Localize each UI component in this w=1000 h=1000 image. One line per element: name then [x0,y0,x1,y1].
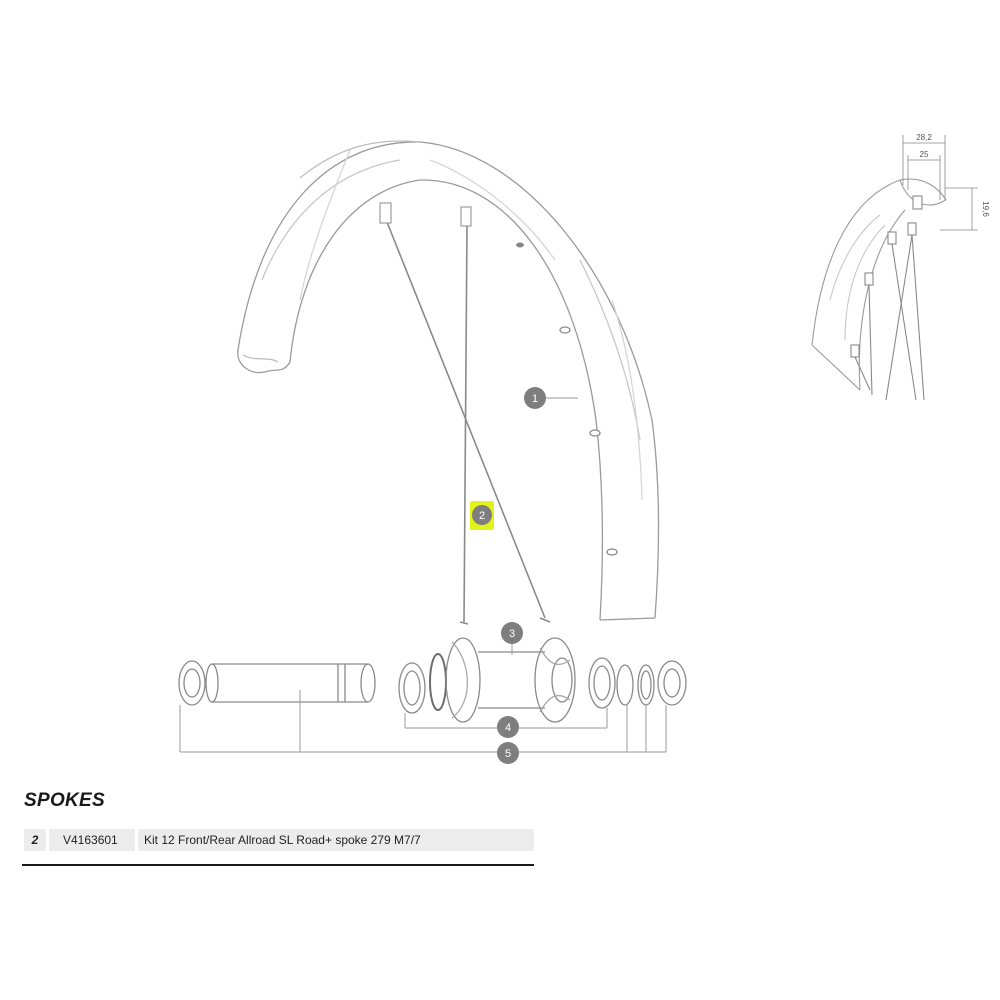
part-description: Kit 12 Front/Rear Allroad SL Road+ spoke… [138,829,534,851]
section-title: SPOKES [24,790,105,811]
part-row[interactable]: 2 V4163601 Kit 12 Front/Rear Allroad SL … [24,829,534,851]
hub-drawing [178,637,687,723]
part-code: V4163601 [49,829,135,851]
callout-3[interactable]: 3 [501,622,523,644]
svg-text:2: 2 [479,510,485,522]
exploded-wheel-diagram: 1 2 3 4 5 [178,133,990,764]
rim-drawing [237,140,660,621]
svg-text:3: 3 [509,628,515,640]
spokes-drawing [379,202,551,625]
dim-inner-width: 25 [920,150,929,159]
table-divider [22,864,534,866]
callout-4[interactable]: 4 [497,716,519,738]
svg-text:5: 5 [505,748,511,760]
callout-brackets [179,397,667,753]
svg-text:4: 4 [505,722,511,734]
callout-5[interactable]: 5 [497,742,519,764]
svg-text:1: 1 [532,393,538,405]
callout-1[interactable]: 1 [524,387,546,409]
rim-profile-detail [811,135,978,401]
dim-outer-width: 28,2 [916,133,932,142]
part-number: 2 [24,829,46,851]
dim-rim-height: 19,6 [981,201,990,217]
callout-2[interactable]: 2 [470,501,494,530]
